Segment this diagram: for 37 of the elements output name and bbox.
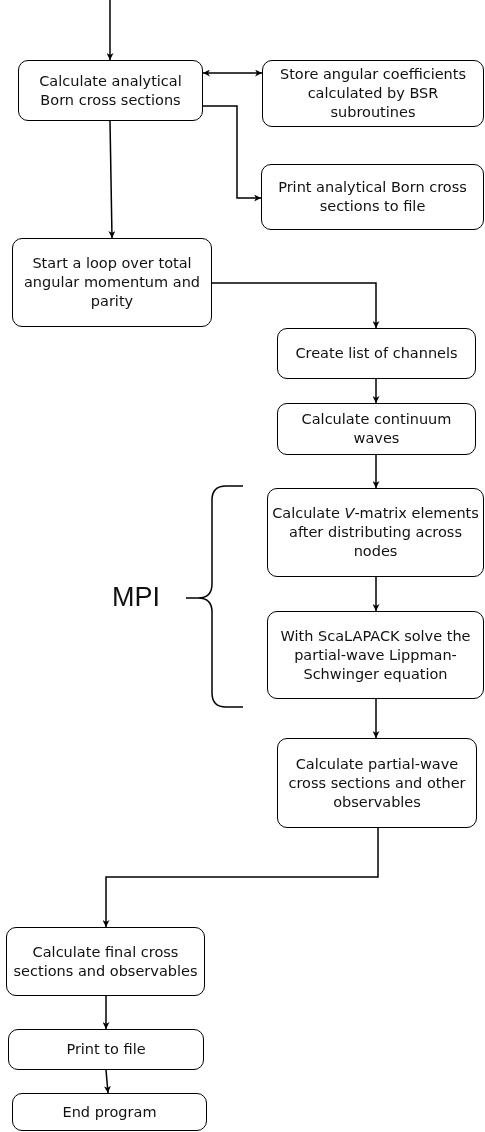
group-label: MPI	[112, 584, 160, 611]
step-text: Store angular coefficients calculated by BSR subroutines	[279, 65, 467, 122]
process-box	[267, 611, 484, 699]
arrow	[106, 0, 114, 61]
arrow	[202, 105, 262, 202]
arrow	[102, 995, 110, 1030]
arrow	[372, 576, 380, 612]
arrow	[102, 827, 379, 928]
process-box	[12, 1093, 207, 1131]
step-text: Calculate continuum waves	[300, 410, 453, 448]
step-text: Start a loop over total angular momentum and parity	[22, 254, 202, 311]
process-box	[262, 60, 484, 127]
process-box	[18, 60, 203, 121]
process-box	[277, 738, 477, 828]
step-text: Calculate partial-wave cross sections and other observables	[287, 754, 467, 812]
process-box	[277, 328, 476, 379]
arrow	[211, 282, 380, 329]
arrow	[108, 120, 116, 239]
process-box	[277, 403, 476, 455]
process-box	[8, 1029, 204, 1070]
step-text: Calculate V-matrix elements after distributing across nodes	[271, 504, 480, 561]
step-text: Calculate analytical Born cross sections	[38, 71, 183, 110]
arrow	[372, 454, 380, 489]
process-box	[6, 927, 205, 996]
arrow	[372, 378, 380, 404]
step-text: Print analytical Born cross sections to file	[277, 178, 468, 216]
step-text: Create list of channels	[295, 344, 458, 363]
step-text: With ScaLAPACK solve the partial-wave Lippman-Schwinger equation	[279, 626, 472, 684]
process-box	[12, 238, 212, 327]
step-text: End program	[62, 1102, 157, 1122]
process-box	[267, 488, 484, 577]
arrow	[372, 698, 380, 739]
process-box	[261, 164, 484, 230]
step-text: Print to file	[66, 1040, 146, 1059]
arrow	[202, 69, 263, 77]
arrow	[103, 1069, 111, 1094]
step-text: Calculate final cross sections and observables	[12, 942, 199, 981]
